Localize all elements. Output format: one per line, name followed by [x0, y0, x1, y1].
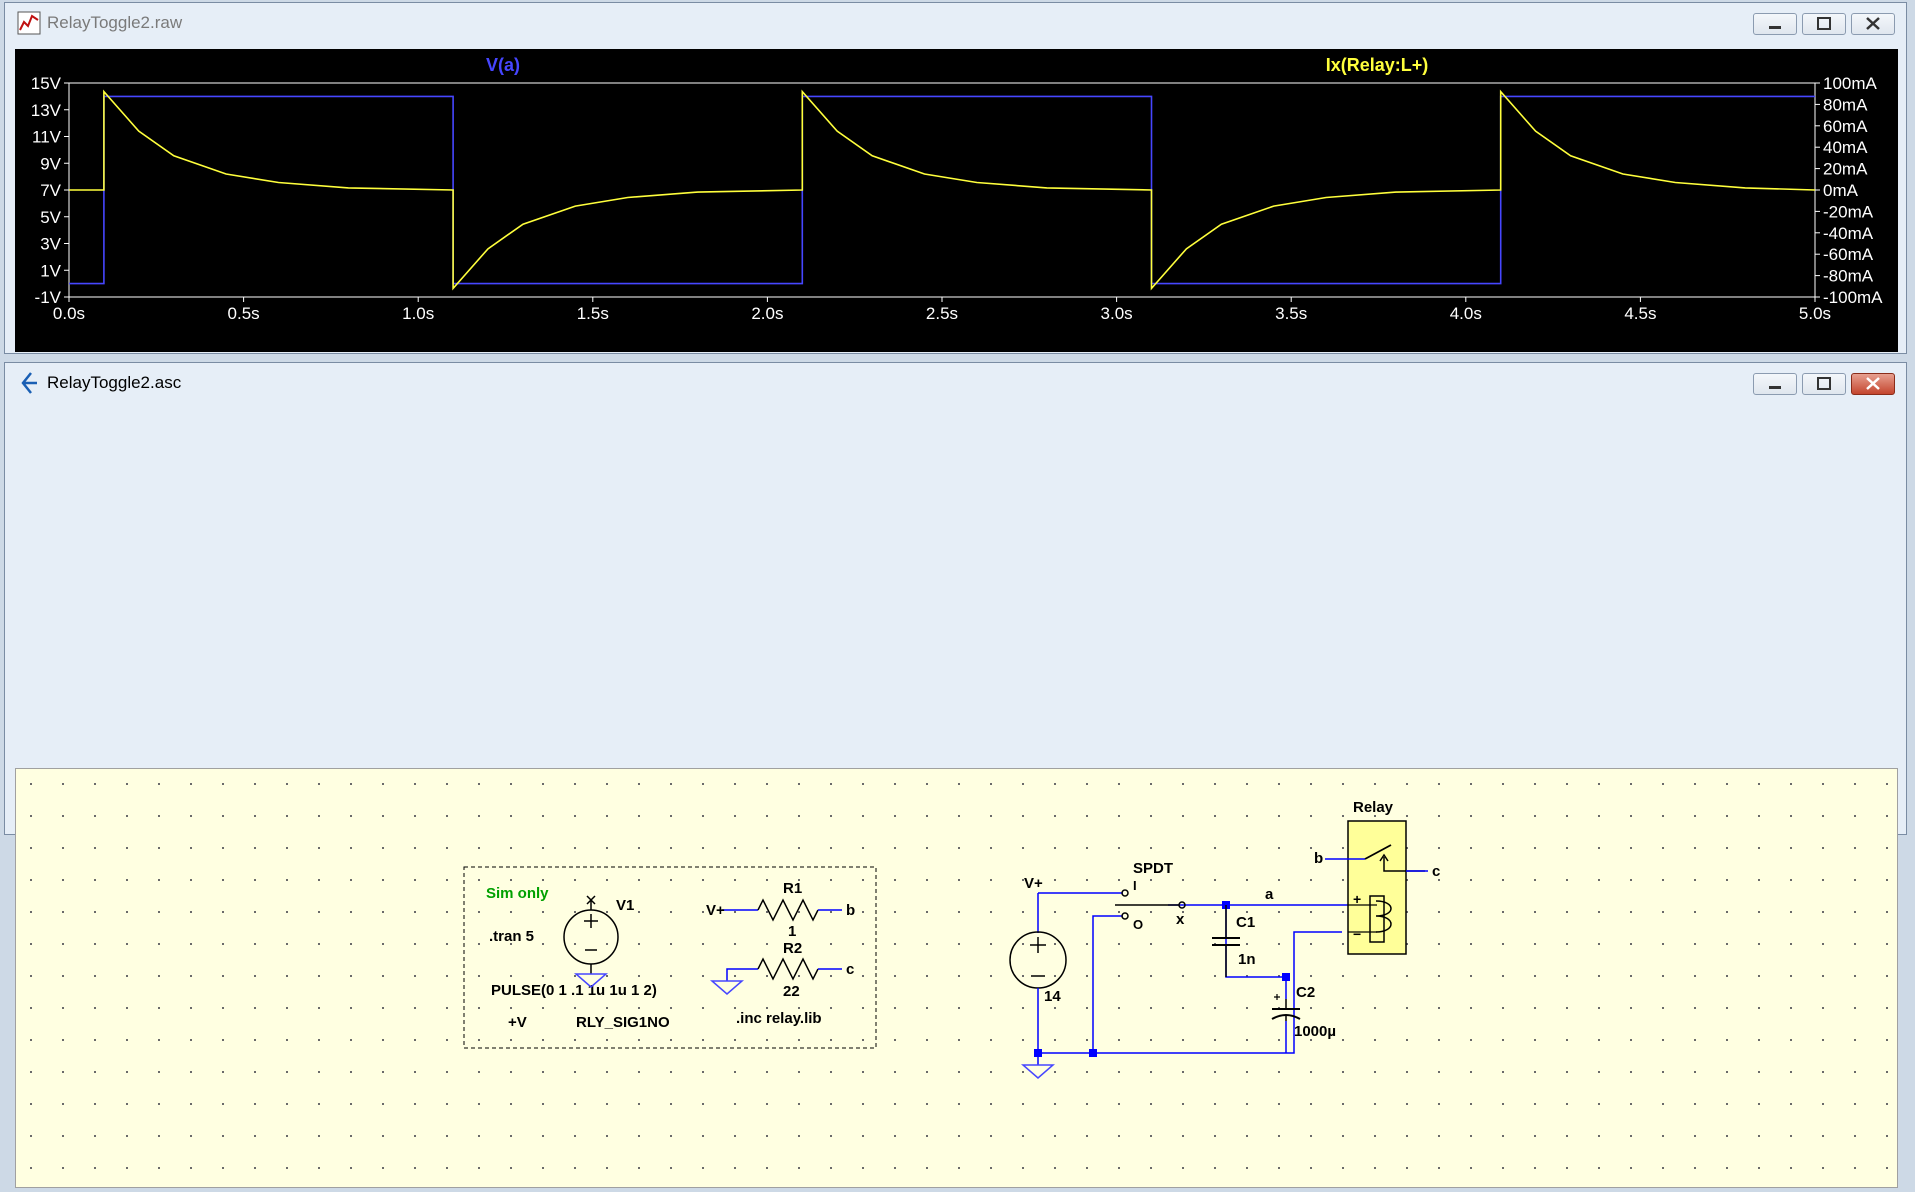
plus-v-label[interactable]: +V: [508, 1014, 527, 1031]
source-vplus-net: V+: [1024, 875, 1043, 892]
y-right-tick-label: 40mA: [1823, 138, 1868, 157]
relay-minus-sign: −: [1353, 926, 1361, 942]
x-tick-label: 4.5s: [1624, 304, 1656, 323]
y-right-tick-label: -40mA: [1823, 224, 1874, 243]
y-right-tick-label: -100mA: [1823, 288, 1883, 307]
tran-directive[interactable]: .tran 5: [489, 928, 534, 945]
x-tick-label: 3.0s: [1101, 304, 1133, 323]
source-value: 14: [1044, 988, 1061, 1005]
waveform-window-title: RelayToggle2.raw: [47, 13, 183, 32]
legend-ix-relay[interactable]: Ix(Relay:L+): [1326, 55, 1429, 75]
y-left-tick-label: -1V: [35, 288, 62, 307]
relay-pin-b: b: [1314, 850, 1323, 867]
pulse-value[interactable]: PULSE(0 1 .1 1u 1u 1 2): [491, 982, 657, 999]
legend-v-a[interactable]: V(a): [486, 55, 520, 75]
c1-label: C1: [1236, 914, 1255, 931]
x-tick-label: 4.0s: [1450, 304, 1482, 323]
r1-label: R1: [783, 880, 802, 897]
x-tick-label: 0.0s: [53, 304, 85, 323]
plot-frame: [68, 82, 1816, 298]
x-tick-label: 0.5s: [228, 304, 260, 323]
grid-dots: [16, 769, 1897, 1187]
include-directive[interactable]: .inc relay.lib: [736, 1010, 822, 1027]
spdt-pin-o: O: [1133, 917, 1143, 932]
relay-pin-c: c: [1432, 863, 1440, 880]
c2-value: 1000µ: [1294, 1023, 1336, 1040]
schematic-drawing: Sim only .tran 5 PULSE(0 1 .1 1u 1u 1 2)…: [16, 769, 1897, 1187]
close-button[interactable]: [1851, 13, 1895, 35]
v1-label: V1: [616, 897, 634, 914]
y-left-tick-label: 1V: [40, 261, 61, 280]
y-right-tick-label: 80mA: [1823, 95, 1868, 114]
junction: [1282, 973, 1290, 981]
y-left-tick-label: 15V: [31, 74, 62, 93]
y-right-tick-label: -20mA: [1823, 202, 1874, 221]
minimize-icon: [1769, 386, 1781, 389]
relay-label: Relay: [1353, 799, 1394, 816]
schematic-window-title: RelayToggle2.asc: [47, 373, 182, 392]
maximize-button[interactable]: [1802, 373, 1846, 395]
minimize-icon: [1769, 26, 1781, 29]
c1-value: 1n: [1238, 951, 1256, 968]
junction: [1034, 1049, 1042, 1057]
x-tick-label: 2.0s: [751, 304, 783, 323]
schematic-canvas[interactable]: Sim only .tran 5 PULSE(0 1 .1 1u 1u 1 2)…: [15, 768, 1898, 1188]
y-left-tick-label: 11V: [32, 128, 62, 147]
sim-only-label: Sim only: [486, 885, 549, 902]
x-tick-label: 1.5s: [577, 304, 609, 323]
schematic-window-titlebar[interactable]: RelayToggle2.asc: [5, 363, 1906, 401]
waveform-plot-area[interactable]: 0.0s 0.5s 1.0s 1.5s 2.0s 2.5s 3.0s 3.5s 4.0s 4.5s…: [15, 49, 1898, 352]
schematic-app-icon: [21, 372, 37, 394]
node-x-label: x: [1176, 911, 1185, 928]
r1-vplus-net: V+: [706, 902, 725, 919]
schematic-window: RelayToggle2.asc Sim only .tran 5 PULSE(…: [4, 362, 1907, 1188]
waveform-window-titlebar[interactable]: RelayToggle2.raw: [5, 3, 1906, 41]
close-icon: [1866, 377, 1880, 390]
minimize-button[interactable]: [1753, 13, 1797, 35]
y-right-tick-label: 100mA: [1823, 74, 1878, 93]
minimize-button[interactable]: [1753, 373, 1797, 395]
waveform-chart: 0.0s 0.5s 1.0s 1.5s 2.0s 2.5s 3.0s 3.5s 4.0s 4.5s…: [31, 55, 1883, 323]
y-left-tick-label: 3V: [40, 235, 61, 254]
relay-plus-sign: +: [1353, 891, 1361, 907]
y-right-tick-label: -80mA: [1823, 267, 1874, 286]
close-icon: [1866, 17, 1880, 30]
series-v-a[interactable]: [69, 95, 1815, 285]
x-tick-label: 3.5s: [1275, 304, 1307, 323]
waveform-window: RelayToggle2.raw 0.0s 0.5s 1.0s 1.5s 2.0s 2.5…: [4, 2, 1907, 354]
y-right-tick-label: 60mA: [1823, 117, 1868, 136]
node-a-label: a: [1265, 886, 1274, 903]
maximize-icon: [1817, 17, 1831, 30]
y-left-tick-label: 7V: [40, 181, 61, 200]
x-tick-label: 5.0s: [1799, 304, 1831, 323]
r2-value: 22: [783, 983, 800, 1000]
y-left-tick-label: 5V: [40, 208, 61, 227]
y-right-tick-label: 0mA: [1823, 181, 1859, 200]
y-left-tick-label: 9V: [40, 154, 61, 173]
c2-label: C2: [1296, 984, 1315, 1001]
r1-b-net: b: [846, 902, 855, 919]
y-left-tick-label: 13V: [31, 101, 62, 120]
spdt-pin-i: I: [1133, 878, 1137, 893]
y-right-tick-label: -60mA: [1823, 245, 1874, 264]
x-tick-label: 1.0s: [402, 304, 434, 323]
r2-label: R2: [783, 940, 802, 957]
junction: [1089, 1049, 1097, 1057]
waveform-app-icon: [17, 11, 41, 35]
close-button[interactable]: [1851, 373, 1895, 395]
series-ix-relay[interactable]: [69, 89, 1816, 291]
spdt-label: SPDT: [1133, 860, 1173, 877]
y-right-tick-label: 20mA: [1823, 160, 1868, 179]
x-tick-label: 2.5s: [926, 304, 958, 323]
r2-c-net: c: [846, 961, 854, 978]
maximize-button[interactable]: [1802, 13, 1846, 35]
r1-value: 1: [788, 923, 796, 940]
maximize-icon: [1817, 377, 1831, 390]
rly-sig-label[interactable]: RLY_SIG1NO: [576, 1014, 670, 1031]
